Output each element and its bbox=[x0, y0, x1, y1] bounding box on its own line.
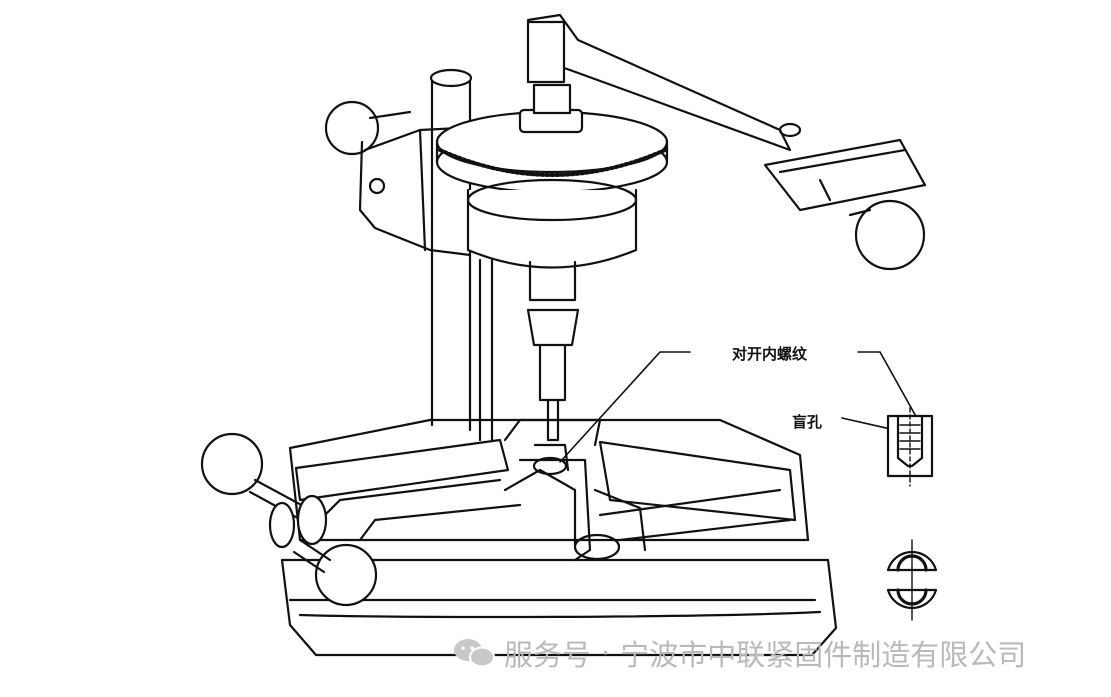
split-thread-detail bbox=[886, 539, 938, 621]
machine-head bbox=[324, 100, 472, 257]
split-internal-thread-label: 对开内螺纹 bbox=[732, 345, 808, 363]
watermark-account-type: 服务号 bbox=[504, 638, 592, 672]
leader-lines bbox=[559, 351, 919, 463]
wechat-icon bbox=[454, 639, 495, 668]
watermark-separator: · bbox=[601, 636, 611, 670]
base-table bbox=[280, 418, 838, 657]
blind-hole-label: 盲孔 bbox=[792, 413, 823, 431]
vise-handles bbox=[200, 432, 378, 607]
watermark: 服务号 · 宁波市中联紧固件制造有限公司 bbox=[452, 634, 1026, 672]
blind-hole-detail bbox=[886, 407, 934, 487]
gear-assembly bbox=[435, 83, 669, 442]
lever-arm bbox=[526, 13, 927, 271]
watermark-company: 宁波市中联紧固件制造有限公司 bbox=[620, 638, 1027, 672]
